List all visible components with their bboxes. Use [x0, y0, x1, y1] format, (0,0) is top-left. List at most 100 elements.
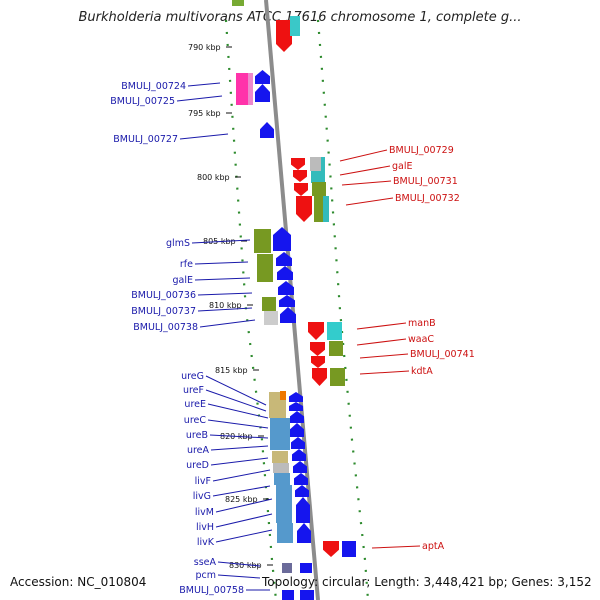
gene-leader-line: [371, 545, 421, 549]
gene-homolog-block: [290, 16, 300, 36]
gene-leader-line: [187, 82, 221, 87]
gene-leader-line: [359, 353, 409, 359]
gene-label-right: BMULJ_00741: [410, 349, 475, 360]
gene-label-left: ureF: [183, 385, 204, 396]
gene-label-right: waaC: [408, 334, 434, 345]
gene-label-left: ureD: [186, 460, 209, 471]
gene-homolog-block: [311, 171, 325, 183]
gene-label-left: livK: [197, 537, 215, 548]
kbp-tick-label: 825 kbp: [225, 495, 258, 504]
gene-arrow-reverse: [323, 541, 339, 557]
gene-arrow-forward: [294, 473, 308, 485]
gene-leader-line: [207, 419, 269, 429]
gene-label-left: sseA: [194, 557, 217, 568]
gene-label-left: pcm: [195, 570, 216, 581]
gene-leader-line: [209, 434, 269, 439]
gene-homolog-block: [282, 563, 292, 573]
gene-homolog-block: [274, 473, 290, 485]
gene-arrow-reverse: [310, 342, 325, 356]
gene-label-left: ureE: [184, 399, 206, 410]
gene-arrow-reverse: [294, 183, 308, 196]
gene-arrow-reverse: [296, 196, 312, 222]
gene-arrow-forward: [290, 411, 304, 423]
gene-leader-line: [194, 277, 251, 281]
gene-homolog-block: [310, 157, 323, 171]
gene-arrow-reverse: [291, 158, 305, 170]
gene-leader-line: [176, 95, 223, 102]
gene-arrow-forward: [276, 252, 292, 266]
gene-homolog-block: [300, 590, 314, 600]
gene-homolog-block: [262, 297, 276, 311]
gene-arrow-reverse: [308, 322, 324, 340]
gene-homolog-block: [254, 229, 271, 253]
gene-arrow-reverse: [312, 368, 327, 386]
gene-arrow-forward: [297, 523, 311, 543]
gene-leader-line: [217, 574, 261, 579]
accession-label: Accession: NC_010804: [10, 575, 147, 589]
gene-homolog-block: [323, 196, 329, 222]
gene-arrow-reverse: [311, 356, 325, 368]
gene-label-right: BMULJ_00729: [389, 145, 454, 156]
gene-leader-line: [212, 469, 271, 482]
gene-arrow-forward: [291, 437, 305, 449]
gene-leader-line: [345, 197, 394, 206]
gene-leader-line: [199, 319, 256, 328]
gene-homolog-block: [329, 341, 343, 356]
gene-leader-line: [179, 133, 229, 140]
gene-leader-line: [341, 180, 392, 186]
gene-arrow-forward: [289, 402, 303, 411]
gene-label-right: manB: [408, 318, 436, 329]
gene-homolog-block: [270, 418, 290, 450]
gene-leader-line: [356, 322, 407, 330]
gene-label-left: BMULJ_00736: [131, 290, 196, 301]
genome-summary: Topology: circular; Length: 3,448,421 bp…: [262, 575, 592, 589]
kbp-tick-label: 795 kbp: [188, 109, 221, 118]
gene-leader-line: [359, 370, 410, 375]
gene-homolog-block: [277, 523, 293, 543]
kbp-tick-label: 810 kbp: [209, 301, 242, 310]
gene-label-left: rfe: [180, 259, 193, 270]
gene-homolog-block: [300, 563, 312, 573]
gene-leader-line: [194, 261, 249, 265]
gene-arrow-reverse: [276, 20, 292, 52]
gene-homolog-block: [282, 590, 294, 600]
gene-arrow-forward: [277, 266, 293, 280]
gene-homolog-block: [264, 311, 278, 325]
gene-arrow-forward: [278, 281, 294, 295]
ruler-right: [316, 19, 370, 600]
gene-label-left: galE: [173, 275, 194, 286]
gene-arrow-forward: [280, 307, 296, 323]
gene-label-left: ureC: [184, 415, 207, 426]
gene-homolog-block: [257, 254, 273, 282]
gene-label-left: BMULJ_00737: [131, 306, 196, 317]
gene-arrow-forward: [289, 392, 303, 402]
gene-leader-line: [217, 561, 261, 567]
gene-label-left: livF: [195, 476, 211, 487]
gene-label-left: ureA: [187, 445, 210, 456]
gene-arrow-forward: [279, 295, 295, 307]
gene-label-right: kdtA: [411, 366, 433, 377]
gene-homolog-block: [327, 322, 342, 340]
gene-label-left: BMULJ_00724: [121, 81, 186, 92]
gene-leader-line: [339, 149, 388, 162]
gene-homolog-block: [342, 541, 356, 557]
gene-leader-line: [197, 307, 253, 312]
gene-homolog-block: [330, 368, 345, 386]
gene-leader-line: [210, 457, 269, 466]
gene-label-left: ureG: [181, 371, 204, 382]
gene-label-left: glmS: [166, 238, 190, 249]
gene-leader-line: [207, 403, 269, 419]
gene-arrow-forward: [296, 497, 310, 523]
gene-arrow-forward: [260, 122, 274, 138]
gene-arrow-forward: [255, 84, 270, 102]
gene-leader-line: [212, 485, 271, 497]
kbp-tick-label: 815 kbp: [215, 366, 248, 375]
gene-label-left: BMULJ_00758: [179, 585, 244, 596]
kbp-tick-label: 790 kbp: [188, 43, 221, 52]
gene-arrow-forward: [295, 485, 309, 497]
gene-label-right: BMULJ_00731: [393, 176, 458, 187]
gene-leader-line: [205, 375, 267, 406]
gene-homolog-block: [232, 0, 244, 6]
kbp-tick-label: 830 kbp: [229, 561, 262, 570]
